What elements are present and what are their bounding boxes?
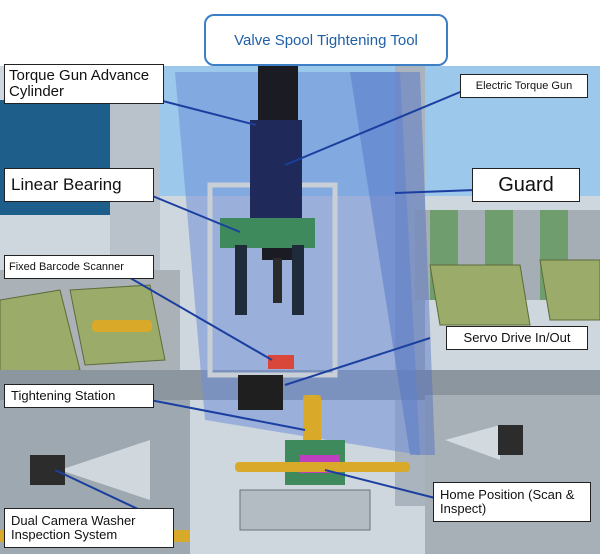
camera-left [30, 440, 150, 500]
tightening-spindle [303, 395, 321, 445]
diagram-title: Valve Spool Tightening Tool [204, 14, 448, 66]
label-electric-torque-gun: Electric Torque Gun [460, 74, 588, 98]
guard-side [350, 72, 435, 455]
label-guard: Guard [472, 168, 580, 202]
torque-gun-cylinder [258, 66, 298, 126]
floor-right [425, 395, 600, 554]
label-fixed-barcode-scanner: Fixed Barcode Scanner [4, 255, 154, 279]
electric-torque-gun [250, 120, 302, 225]
barcode-scanner [268, 355, 294, 369]
label-servo-drive: Servo Drive In/Out [446, 326, 588, 350]
label-linear-bearing: Linear Bearing [4, 168, 154, 202]
conveyor-right [415, 210, 600, 326]
label-torque-gun-cylinder: Torque Gun Advance Cylinder [4, 64, 164, 104]
camera-right [445, 425, 523, 460]
gun-spindle [273, 258, 282, 303]
label-tightening-station: Tightening Station [4, 384, 154, 408]
slide-track [239, 489, 371, 531]
label-dual-camera: Dual Camera Washer Inspection System [4, 508, 174, 548]
bearing-rod-right [292, 245, 304, 315]
linear-bearing-block [220, 218, 315, 248]
servo-motor [238, 375, 283, 410]
label-home-position: Home Position (Scan & Inspect) [433, 482, 591, 522]
bearing-rod-left [235, 245, 247, 315]
yellow-rail-horizontal [235, 462, 410, 472]
